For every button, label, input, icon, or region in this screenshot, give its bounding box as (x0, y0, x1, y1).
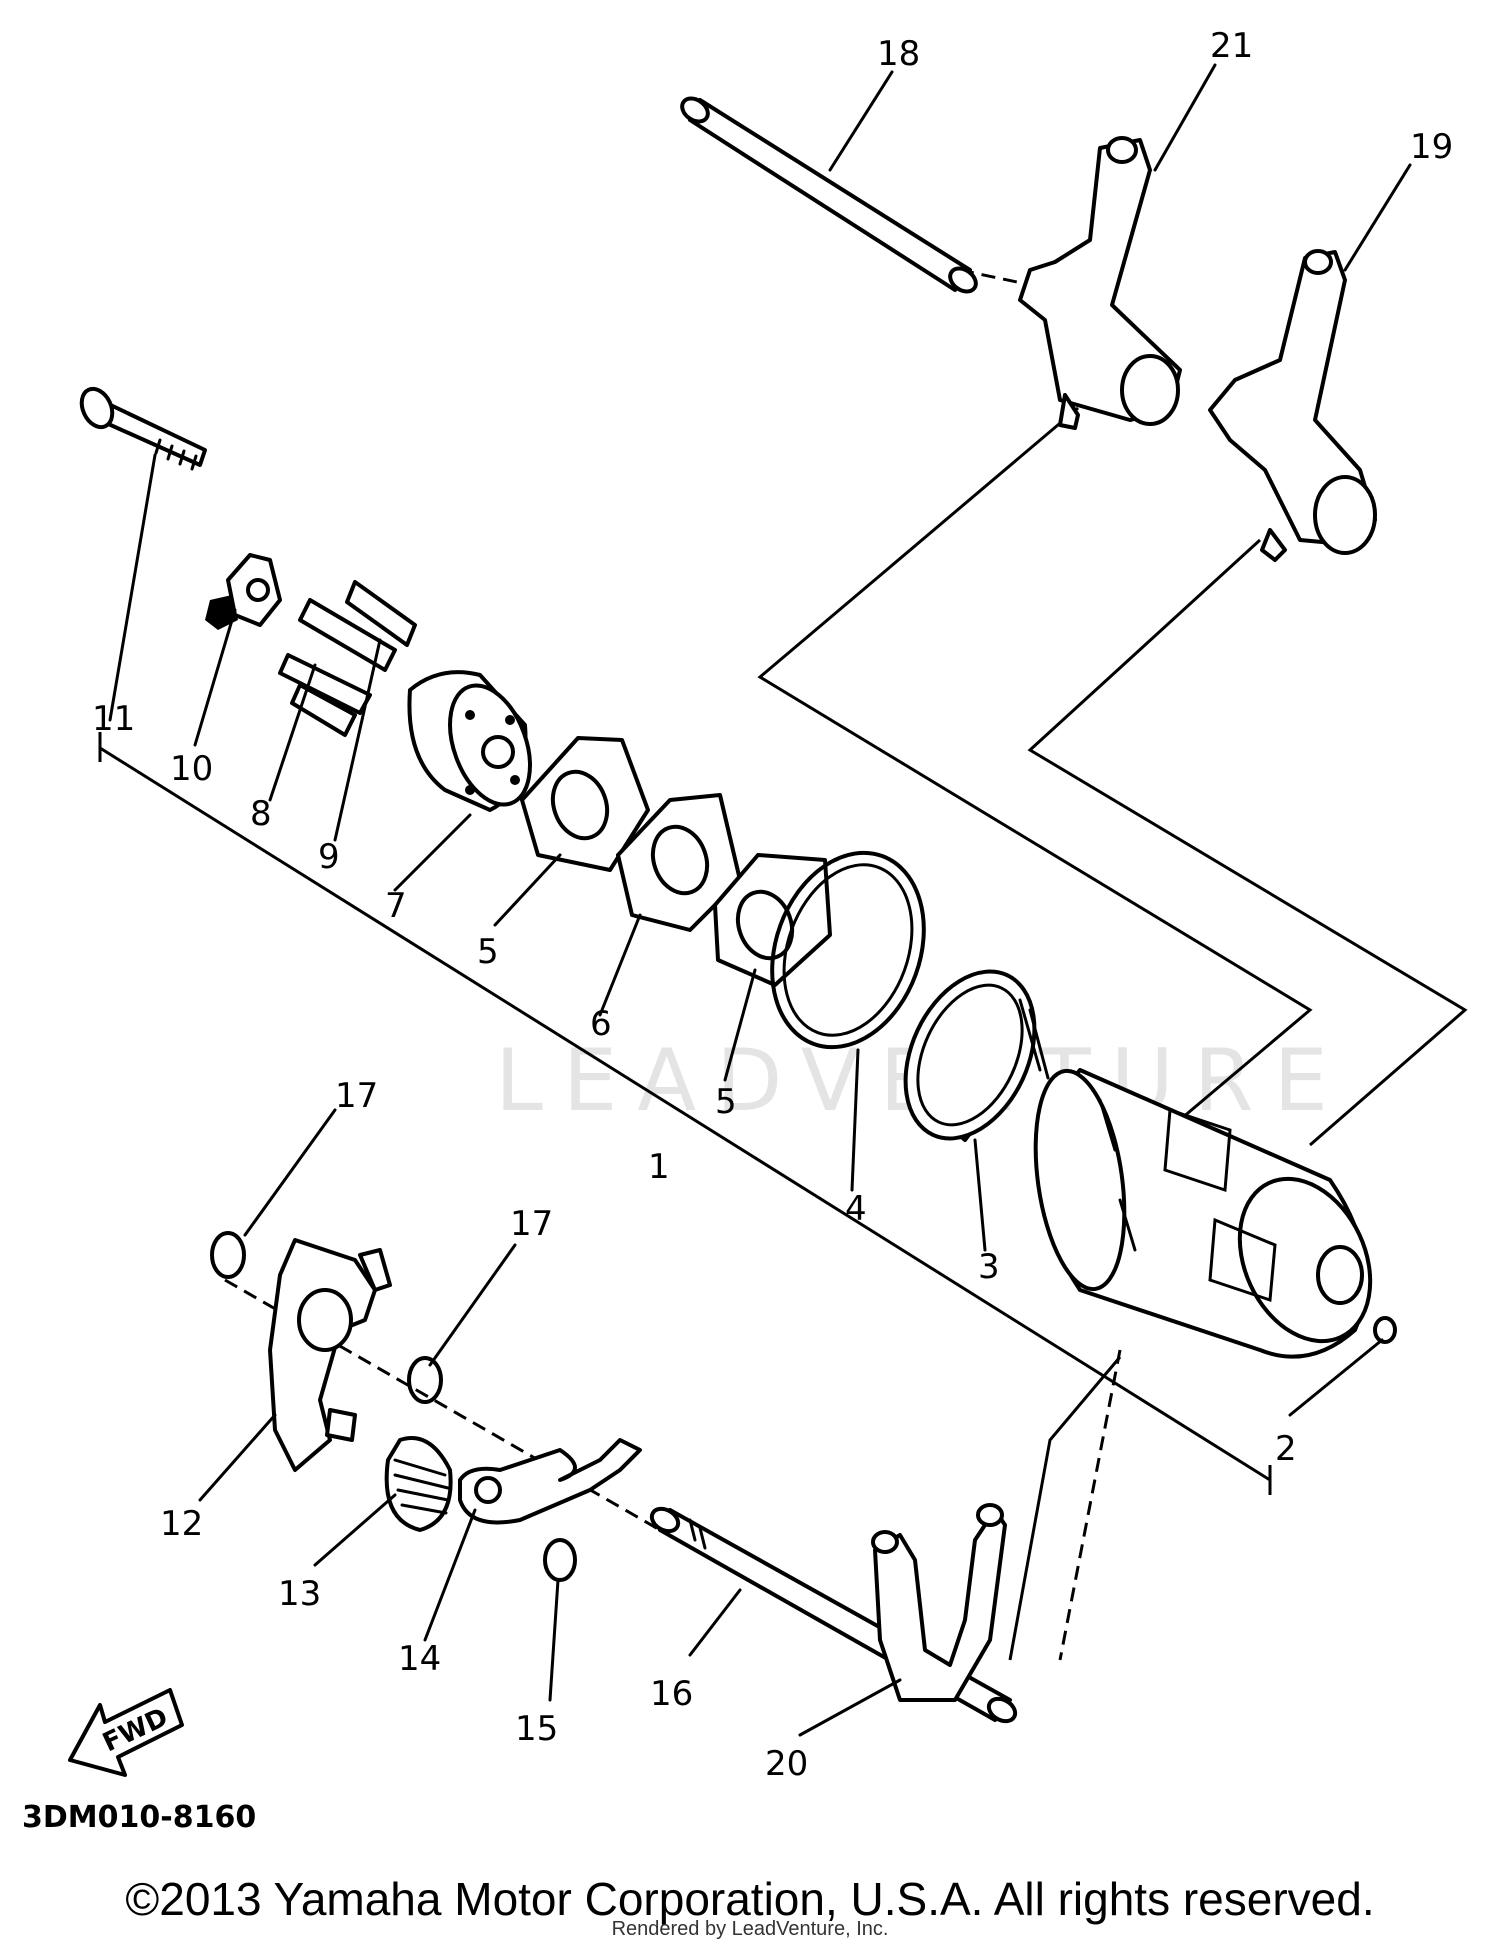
callout-3: 3 (978, 1247, 1000, 1287)
callout-13: 13 (278, 1574, 321, 1614)
callout-17b: 17 (510, 1204, 553, 1244)
snap-ring (770, 850, 926, 1050)
shift-arm (458, 1438, 642, 1525)
callout-18: 18 (877, 34, 920, 74)
shift-shaft (649, 1506, 1018, 1724)
rendered-by-credit: Rendered by LeadVenture, Inc. (611, 1918, 889, 1940)
shift-fork-2 (1208, 249, 1377, 562)
circlip-upper (210, 1231, 246, 1279)
leader-lines (108, 63, 1412, 1737)
callout-11: 11 (92, 699, 135, 739)
diagram-code: 3DM010-8160 (22, 1800, 256, 1835)
shift-fork-guide-bar (680, 96, 978, 294)
bolt (79, 386, 207, 471)
dowel-pin (1373, 1316, 1397, 1344)
callout-8: 8 (250, 794, 272, 834)
callout-7: 7 (385, 886, 407, 926)
shift-lever (268, 1238, 392, 1472)
circlip-lower (407, 1356, 443, 1404)
needle-bearing (903, 969, 1050, 1142)
cam-plate-2 (616, 793, 742, 932)
cam-pins-long (298, 580, 417, 672)
washer (543, 1538, 577, 1582)
callout-12: 12 (160, 1504, 203, 1544)
callout-5b: 5 (715, 1082, 737, 1122)
callout-17a: 17 (335, 1076, 378, 1116)
callout-14: 14 (398, 1639, 441, 1679)
callout-1: 1 (648, 1147, 670, 1187)
stopper-plate (205, 553, 282, 630)
fwd-arrow: FWD (68, 1688, 184, 1777)
shift-fork-1 (1018, 136, 1182, 430)
callout-21: 21 (1210, 26, 1253, 66)
callout-6: 6 (590, 1004, 612, 1044)
callout-9: 9 (318, 837, 340, 877)
callout-5a: 5 (477, 932, 499, 972)
cam-pins-short (278, 653, 372, 737)
shift-drum (1033, 1068, 1373, 1359)
callout-16: 16 (650, 1674, 693, 1714)
shift-fork-3 (871, 1503, 1007, 1702)
copyright-notice: ©2013 Yamaha Motor Corporation, U.S.A. A… (125, 1873, 1375, 1925)
callout-numbers: 18 21 19 11 10 8 9 7 5 6 5 1 4 3 2 17 17… (92, 26, 1453, 1784)
callout-2: 2 (1275, 1429, 1297, 1469)
callout-4: 4 (845, 1189, 867, 1229)
shift-cam-segment (407, 670, 532, 812)
callout-15: 15 (515, 1709, 558, 1749)
return-spring (384, 1436, 453, 1532)
cam-plate-1 (520, 736, 650, 872)
callout-20: 20 (765, 1744, 808, 1784)
callout-19: 19 (1410, 127, 1453, 167)
callout-10: 10 (170, 749, 213, 789)
